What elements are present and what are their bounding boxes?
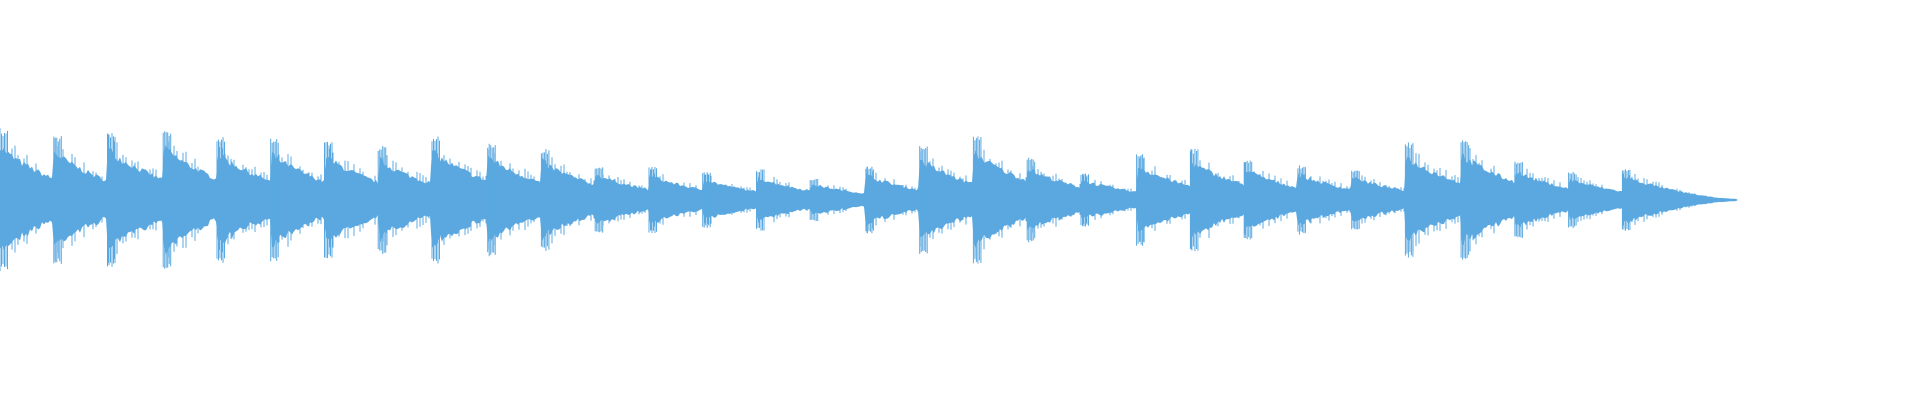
waveform-transients bbox=[0, 128, 1696, 272]
